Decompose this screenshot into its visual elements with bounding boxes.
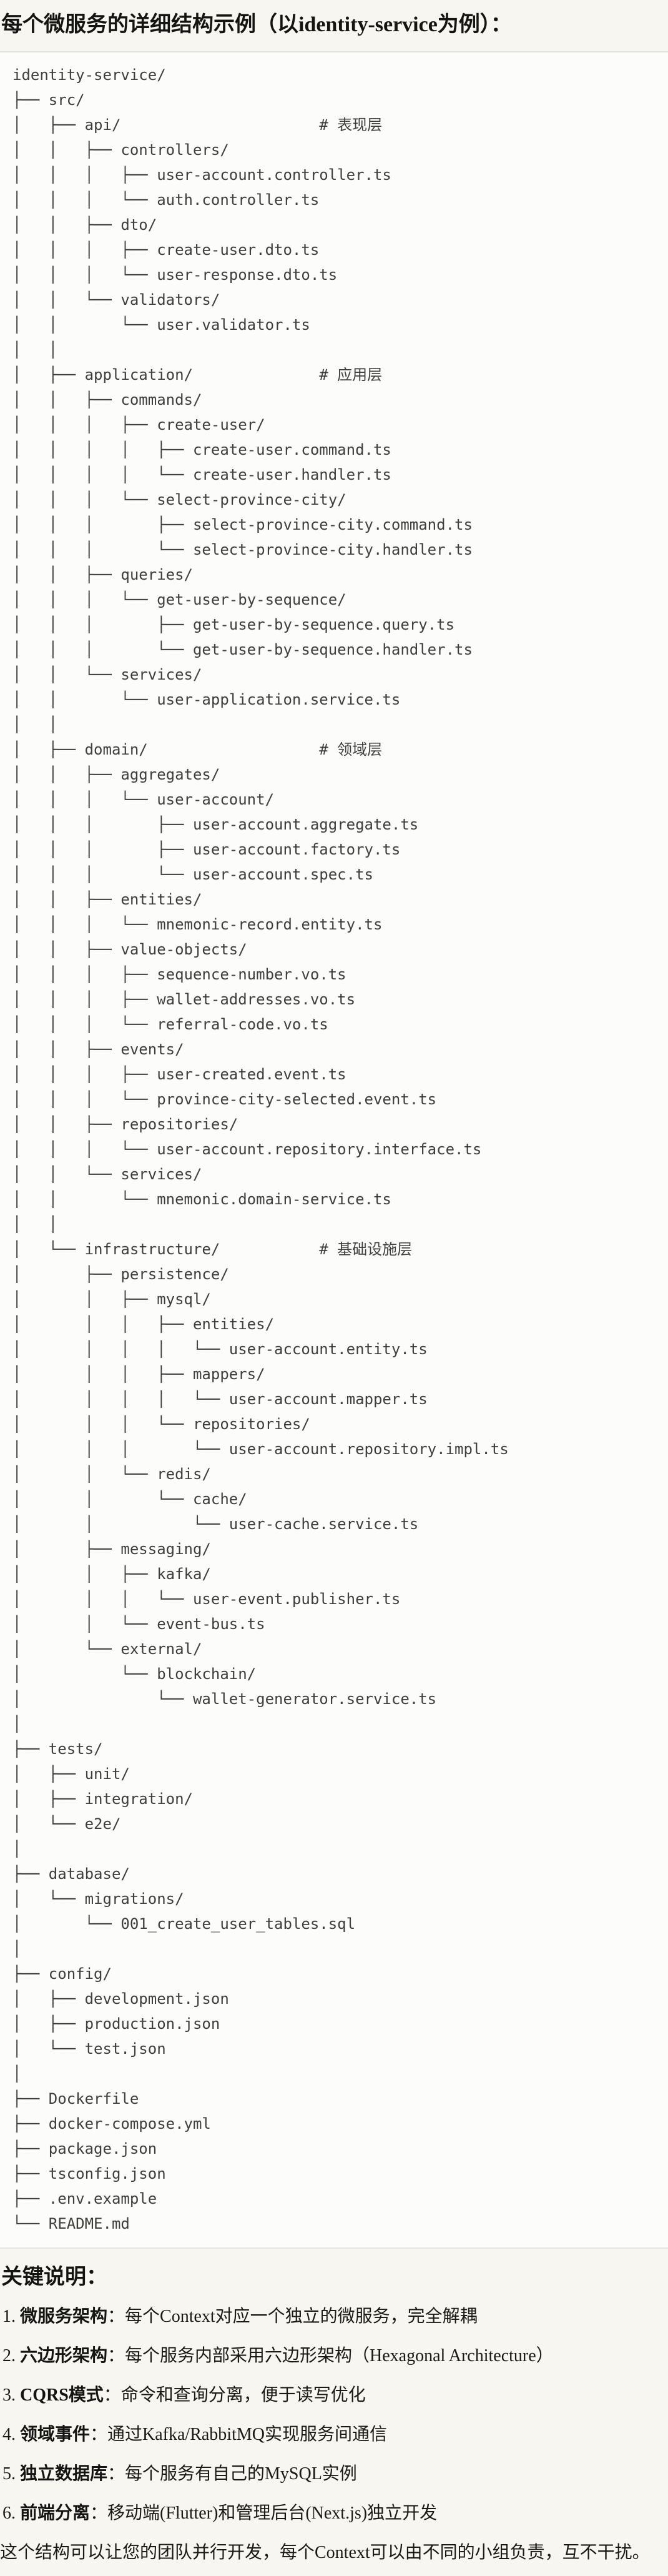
- list-item: 6.前端分离：移动端(Flutter)和管理后台(Next.js)独立开发: [2, 2500, 662, 2527]
- list-item: 1.微服务架构：每个Context对应一个独立的微服务，完全解耦: [2, 2304, 662, 2330]
- list-item-term: 领域事件: [20, 2425, 91, 2444]
- list-item-desc: ：移动端(Flutter)和管理后台(Next.js)独立开发: [90, 2504, 438, 2523]
- list-item-number: 6.: [2, 2504, 16, 2523]
- list-item-number: 4.: [2, 2425, 16, 2444]
- list-item-desc: ：每个服务有自己的MySQL实例: [107, 2464, 357, 2484]
- list-item: 4.领域事件：通过Kafka/RabbitMQ实现服务间通信: [2, 2422, 662, 2448]
- closing-paragraph: 这个结构可以让您的团队并行开发，每个Context可以由不同的小组负责，互不干扰…: [0, 2543, 650, 2562]
- code-block: identity-service/ ├── src/ │ ├── api/ # …: [0, 51, 668, 2249]
- list-item-term: 独立数据库: [20, 2464, 108, 2484]
- list-item-number: 3.: [2, 2385, 16, 2405]
- list-item: 5.独立数据库：每个服务有自己的MySQL实例: [2, 2461, 662, 2487]
- list-item-term: 微服务架构: [20, 2307, 108, 2326]
- page-title: 每个微服务的详细结构示例（以identity-service为例）：: [1, 13, 512, 36]
- list-item-number: 1.: [2, 2307, 16, 2326]
- list-item-term: 六边形架构: [20, 2346, 108, 2365]
- list-item-desc: ：通过Kafka/RabbitMQ实现服务间通信: [90, 2425, 387, 2444]
- list-item-term: CQRS模式: [20, 2385, 104, 2405]
- list-item: 2.六边形架构：每个服务内部采用六边形架构（Hexagonal Architec…: [2, 2343, 662, 2369]
- list-item-number: 5.: [2, 2464, 16, 2484]
- list-item-number: 2.: [2, 2346, 16, 2365]
- notes-heading: 关键说明：: [1, 2266, 107, 2289]
- notes-list: 1.微服务架构：每个Context对应一个独立的微服务，完全解耦 2.六边形架构…: [0, 2304, 668, 2527]
- list-item: 3.CQRS模式：命令和查询分离，便于读写优化: [2, 2382, 662, 2409]
- directory-tree: identity-service/ ├── src/ │ ├── api/ # …: [12, 66, 509, 2232]
- list-item-desc: ：每个Context对应一个独立的微服务，完全解耦: [107, 2307, 478, 2326]
- list-item-desc: ：每个服务内部采用六边形架构（Hexagonal Architecture）: [107, 2346, 554, 2365]
- list-item-desc: ：命令和查询分离，便于读写优化: [103, 2385, 366, 2405]
- list-item-term: 前端分离: [20, 2504, 91, 2523]
